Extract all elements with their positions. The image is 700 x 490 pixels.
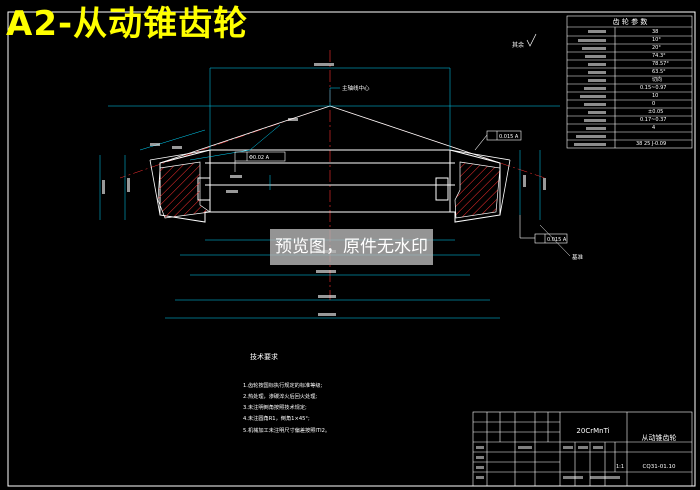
drawing-frame — [7, 11, 696, 487]
section-left-hatch — [157, 161, 211, 219]
param-value: 10° — [652, 37, 661, 43]
param-value: 63.5° — [652, 69, 666, 75]
roughness-symbol — [526, 33, 537, 47]
drawing-title: A2-从动锥齿轮 — [6, 4, 249, 44]
param-table — [566, 15, 693, 149]
param-value: 10 — [652, 93, 658, 99]
section-right-hatch — [454, 161, 501, 219]
tech-requirements-heading: 技术要求 — [250, 352, 278, 361]
tech-requirement-item: 4.未注圆角R1，倒角1×45°; — [243, 414, 310, 422]
roughness-note: 其余 — [512, 41, 524, 49]
param-value: 78.57° — [652, 61, 669, 67]
param-table-values: 38 10° 20° 74.3° 78.57° 63.5° 切向 0.15~0.… — [636, 29, 669, 147]
scale-value: 1:1 — [616, 464, 624, 470]
preview-watermark: 预览图，原件无水印 — [270, 229, 433, 265]
part-name-label: 从动锥齿轮 — [642, 433, 677, 442]
apex-label: 主轴线中心 — [342, 84, 370, 92]
tech-requirement-item: 3.未注明倒角按照技术规定; — [243, 403, 307, 411]
param-value: 74.3° — [652, 53, 666, 59]
param-value: 0.15~0.97 — [640, 85, 666, 91]
datum-leader — [539, 224, 571, 257]
fcf-runout-1 — [474, 130, 522, 151]
fcf-position-text: Φ0.02 A — [249, 155, 270, 161]
gear-outline — [159, 105, 501, 223]
tech-requirements-list: 1.齿轮按国标执行规定的标准等级; 2.热处理，渗碳淬火后回火处理; 3.未注明… — [243, 381, 330, 434]
tech-requirement-item: 5.机械加工未注明尺寸偏差按照ITI2。 — [243, 426, 330, 434]
param-value: 0 — [652, 101, 655, 107]
datum-label: 基准 — [572, 253, 584, 261]
tooth-profile — [149, 149, 511, 216]
param-value: 0.17~0.37 — [640, 117, 666, 123]
tech-requirement-item: 2.热处理，渗碳淬火后回火处理; — [243, 392, 317, 400]
param-table-label-blocks — [574, 30, 606, 146]
title-block-label-blocks — [476, 446, 620, 479]
fcf-runout-2-text: 0.015 A — [547, 237, 567, 243]
param-value: 38 25 J-0.09 — [636, 141, 666, 147]
material-label: 20CrMnTi — [576, 427, 609, 435]
tech-requirement-item: 1.齿轮按国标执行规定的标准等级; — [243, 381, 323, 389]
param-value: 20° — [652, 45, 661, 51]
title-block — [472, 411, 693, 487]
fcf-position — [234, 151, 286, 172]
param-table-heading: 齿 轮 参 数 — [613, 17, 648, 26]
fcf-runout-1-text: 0.015 A — [499, 134, 519, 140]
param-value: 切向 — [652, 76, 662, 83]
drawing-number: CQ31-01.10 — [643, 464, 676, 470]
fcf-runout-2 — [519, 215, 568, 244]
param-value: 4 — [652, 125, 655, 131]
param-value: 38 — [652, 29, 658, 35]
param-value: ±0.05 — [648, 109, 663, 115]
